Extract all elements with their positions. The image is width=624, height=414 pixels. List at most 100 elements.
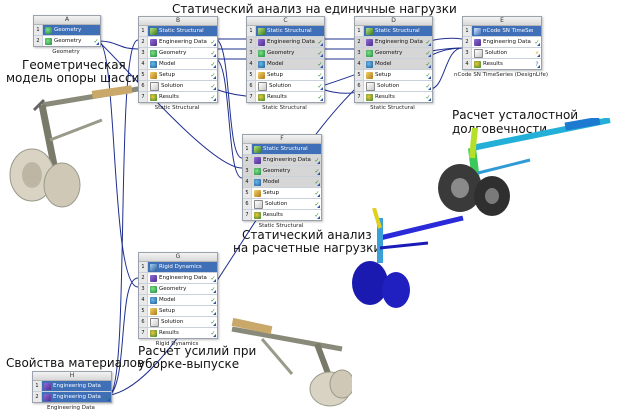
engineering-data-icon	[258, 38, 265, 46]
connection-triangle-icon[interactable]	[213, 301, 216, 304]
connection-triangle-icon[interactable]	[428, 65, 431, 68]
connection-triangle-icon[interactable]	[213, 98, 216, 101]
connection-triangle-icon[interactable]	[96, 42, 99, 45]
connection-triangle-icon[interactable]	[320, 43, 323, 46]
connection-triangle-icon[interactable]	[213, 76, 216, 79]
connection-triangle-icon[interactable]	[213, 54, 216, 57]
connection-triangle-icon[interactable]	[320, 98, 323, 101]
connection-triangle-icon[interactable]	[213, 334, 216, 337]
connection-triangle-icon[interactable]	[428, 76, 431, 79]
rigid-dynamics-icon	[150, 263, 157, 271]
connection-triangle-icon[interactable]	[537, 54, 540, 57]
system-caption[interactable]: Static Structural	[262, 105, 307, 111]
connection-triangle-icon[interactable]	[428, 43, 431, 46]
connection-triangle-icon[interactable]	[537, 65, 540, 68]
connection-triangle-icon[interactable]	[537, 43, 540, 46]
connection-triangle-icon[interactable]	[317, 194, 320, 197]
system-caption[interactable]: Rigid Dynamics	[155, 341, 199, 347]
connection-triangle-icon[interactable]	[320, 65, 323, 68]
connection-triangle-icon[interactable]	[428, 87, 431, 90]
connection-triangle-icon[interactable]	[317, 205, 320, 208]
status-icon: ✓	[314, 167, 320, 175]
connection-triangle-icon[interactable]	[317, 172, 320, 175]
system-caption[interactable]: Static Structural	[154, 105, 200, 111]
connection-triangle-icon[interactable]	[213, 312, 216, 315]
system-caption[interactable]: Engineering Data	[47, 405, 95, 411]
connection-triangle-icon[interactable]	[317, 161, 320, 164]
model-icon	[258, 60, 265, 68]
system-caption[interactable]: Static Structural	[370, 105, 415, 111]
system-caption[interactable]: Static Structural	[258, 223, 304, 229]
connection-triangle-icon[interactable]	[213, 323, 216, 326]
connection-triangle-icon[interactable]	[213, 87, 216, 90]
connection-triangle-icon[interactable]	[213, 290, 216, 293]
connection-triangle-icon[interactable]	[317, 183, 320, 186]
connection-triangle-icon[interactable]	[320, 76, 323, 79]
connection-triangle-icon[interactable]	[320, 54, 323, 57]
system-caption[interactable]: nCode SN TimeSeries (DesignLife)	[454, 72, 548, 78]
connection-triangle-icon[interactable]	[428, 98, 431, 101]
connection-triangle-icon[interactable]	[213, 279, 216, 282]
system-caption[interactable]: Geometry	[52, 49, 80, 55]
connection-triangle-icon[interactable]	[107, 398, 110, 401]
retract-label-2: уборке-выпуске	[138, 357, 240, 371]
connection-triangle-icon[interactable]	[317, 216, 320, 219]
connection-triangle-icon[interactable]	[320, 87, 323, 90]
link-a-to-g	[97, 40, 139, 288]
connection-triangle-icon[interactable]	[428, 54, 431, 57]
connection-triangle-icon[interactable]	[213, 65, 216, 68]
connection-triangle-icon[interactable]	[213, 43, 216, 46]
